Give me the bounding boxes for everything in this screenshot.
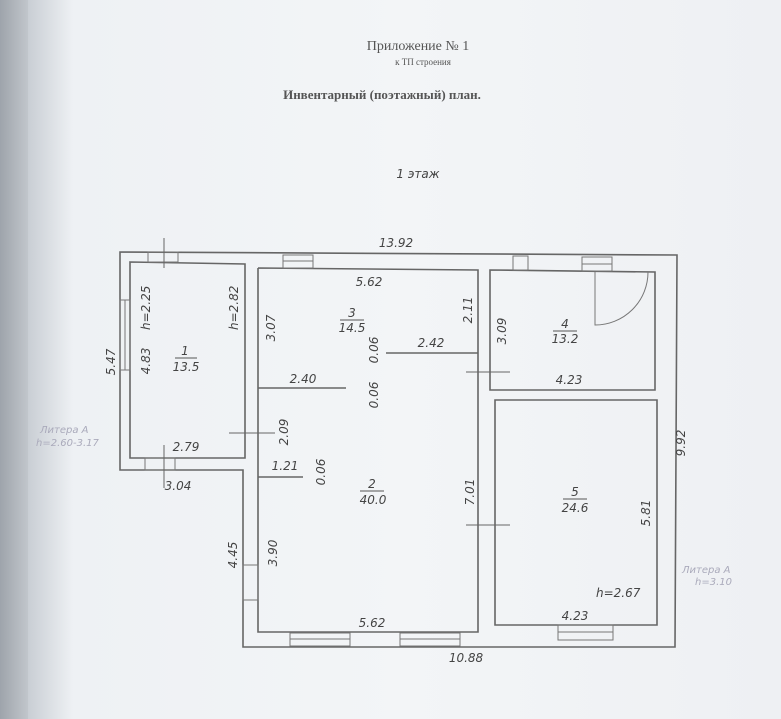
dim: 1.21 [272,459,299,473]
faint-label: h=2.60-3.17 [36,438,99,449]
dim: 5.81 [639,500,653,527]
room-1-number: 1 [181,344,189,358]
room-3-area: 14.5 [339,321,366,335]
outer-wall [119,251,678,648]
faint-label: Литера А [39,425,89,436]
dim: 3.04 [165,479,192,493]
door-markers [163,238,510,526]
dim: 4.23 [556,373,583,387]
room-1-outline [129,261,246,459]
floor-label: 1 этаж [396,167,439,181]
room-1-area: 13.5 [173,360,200,374]
dim: 9.92 [674,430,688,457]
dim: 2.11 [461,297,475,324]
dim: 2.09 [277,419,291,446]
room-4-area: 13.2 [552,332,579,346]
subtitle: к ТП строения [395,57,451,67]
dim: 2.40 [290,372,317,386]
faint-label: h=3.10 [695,577,732,588]
dim: 4.83 [139,348,153,375]
dim: 0.06 [367,336,381,363]
room-3-number: 3 [348,306,356,320]
plan-title: Инвентарный (поэтажный) план. [283,87,481,102]
room-2-number: 2 [368,477,376,491]
dim-total-bottom: 10.88 [449,651,484,665]
room-3-outline [257,267,479,633]
windows [119,251,614,647]
room-5-number: 5 [571,485,579,499]
height-label: h=2.82 [227,286,241,330]
door-swing [594,271,649,326]
room-4-number: 4 [561,317,569,331]
dim: 5.47 [104,348,118,375]
height-label: h=2.67 [596,586,641,600]
dim: 5.62 [359,616,386,630]
dim: 2.79 [173,440,200,454]
dim: 5.62 [356,275,383,289]
dim: 2.42 [418,336,445,350]
dim: 0.06 [367,381,381,408]
dim: 4.45 [226,542,240,569]
dim: 3.07 [264,314,278,341]
room-5-area: 24.6 [562,501,589,515]
height-label: h=2.25 [139,286,153,330]
faint-label: Литера А [681,565,731,576]
dim-total-top: 13.92 [379,236,413,250]
room-2-area: 40.0 [360,493,387,507]
dim: 0.06 [314,458,328,485]
dim: 3.09 [495,318,509,345]
dim: 3.90 [266,539,280,566]
room-4-outline [489,269,656,391]
dim: 4.23 [562,609,589,623]
dim: 7.01 [463,479,477,506]
room-5-outline [494,399,658,626]
appendix-label: Приложение № 1 [367,39,470,54]
